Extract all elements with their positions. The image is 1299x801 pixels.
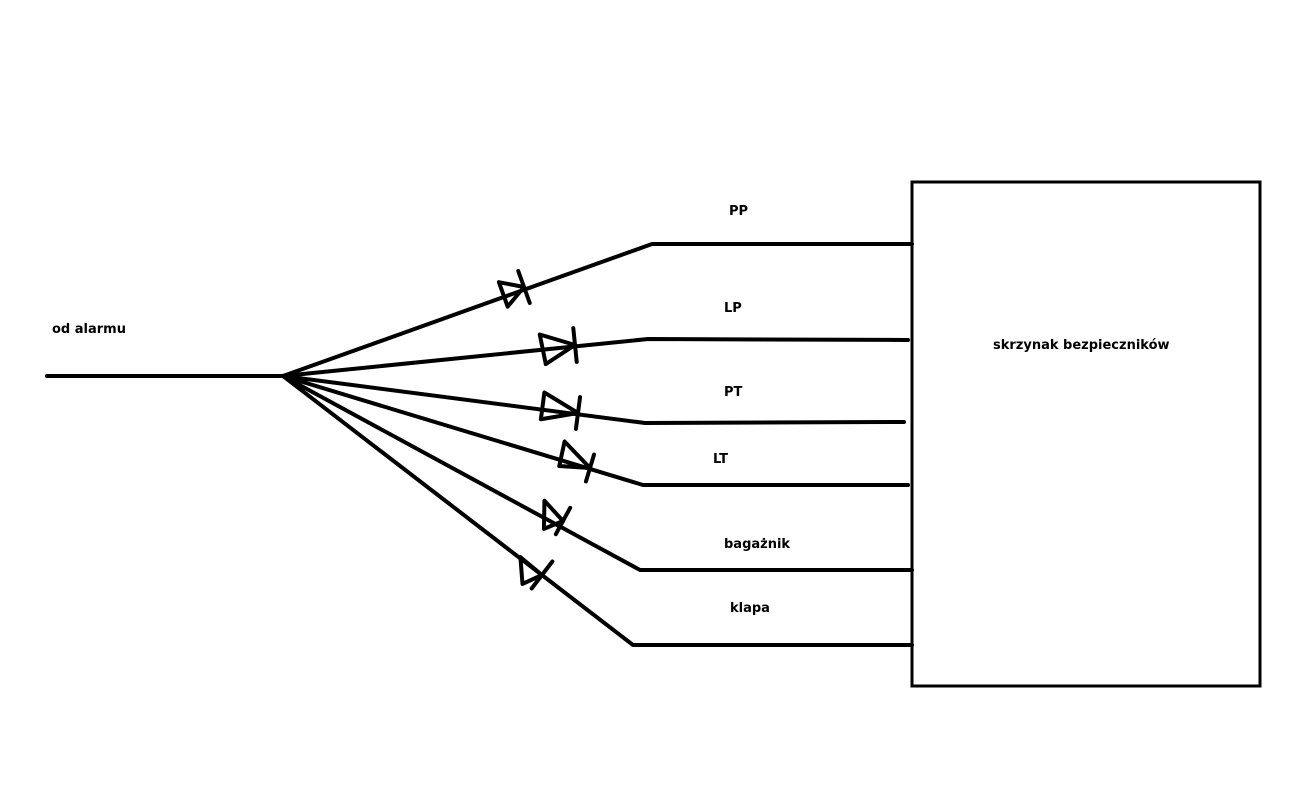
diode-icon <box>538 390 583 431</box>
diode-icon <box>496 268 532 309</box>
diode-icon <box>557 439 597 484</box>
source-label: od alarmu <box>52 322 126 337</box>
branch-label: klapa <box>730 601 770 616</box>
branch-pp: PP <box>281 204 914 378</box>
branch-klapa: klapa <box>281 374 914 647</box>
branch-wire <box>281 242 914 378</box>
branch-wire <box>281 374 914 647</box>
branch-label: PP <box>729 204 748 219</box>
branch-wire <box>281 374 910 487</box>
diode-icon <box>541 498 573 537</box>
diode-icon <box>537 326 579 367</box>
branch-wire <box>281 374 914 572</box>
branch-wire <box>281 374 906 425</box>
branch-pt: PT <box>281 374 906 431</box>
branch-lp: LP <box>281 301 910 378</box>
branch-wire <box>281 337 910 378</box>
branch-label: LT <box>713 452 728 467</box>
branch-label: PT <box>724 385 743 400</box>
branch-lt: LT <box>281 374 910 487</box>
branch-bagaznik: bagażnik <box>281 374 914 572</box>
branch-label: bagażnik <box>724 537 790 552</box>
fuse-box-label: skrzynak bezpieczników <box>993 338 1170 353</box>
fuse-box <box>910 180 1262 688</box>
diode-icon <box>518 555 555 591</box>
branch-label: LP <box>724 301 742 316</box>
